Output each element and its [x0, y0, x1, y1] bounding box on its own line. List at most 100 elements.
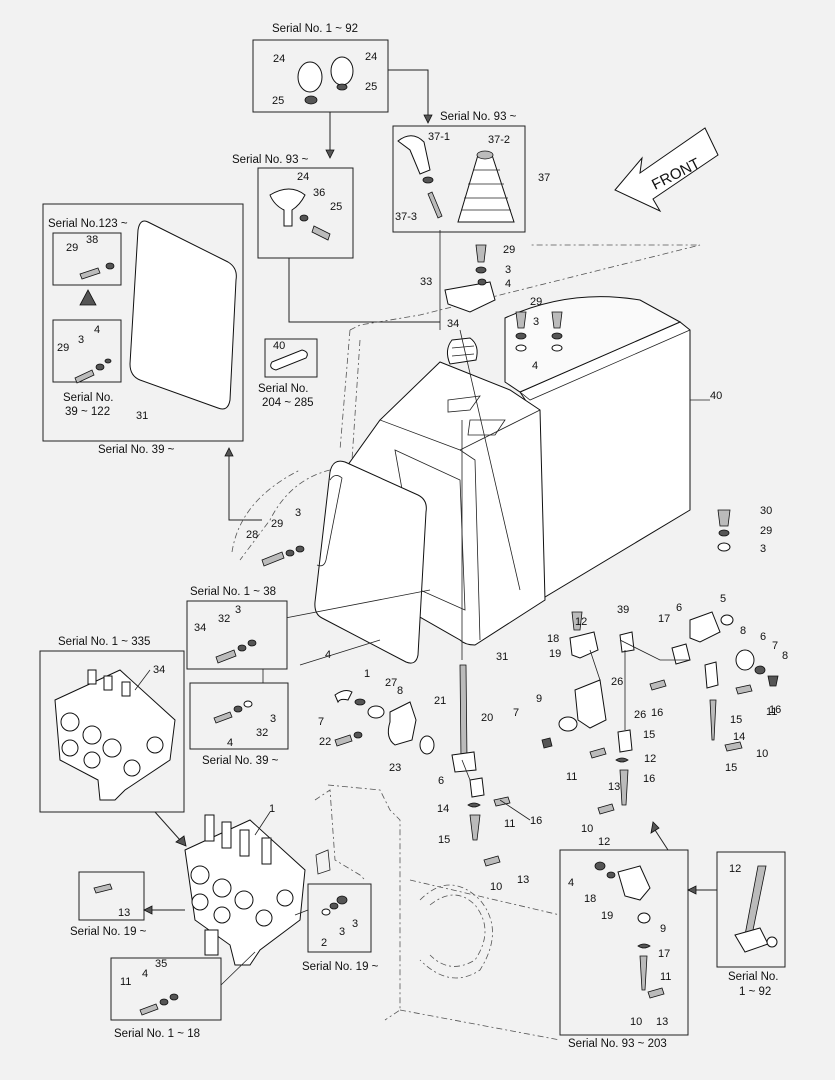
part-callout-15: 15 [730, 714, 742, 726]
inset-frame [186, 600, 288, 670]
part-callout-4: 4 [532, 360, 538, 372]
leader-line [388, 69, 429, 115]
part-callout-8: 8 [782, 650, 788, 662]
caption: 204 ~ 285 [262, 397, 313, 409]
part-callout-32: 32 [218, 613, 230, 625]
part-callout-19: 19 [601, 910, 613, 922]
inset-frame [110, 957, 222, 1021]
part-callout-24: 24 [297, 171, 309, 183]
part-callout-29: 29 [271, 518, 283, 530]
part-callout-13: 13 [118, 907, 130, 919]
caption: Serial No.123 ~ [48, 218, 128, 230]
inset-bolt-35: Serial No. 19 ~ [70, 871, 147, 938]
part-callout-15: 15 [643, 729, 655, 741]
part-callout-20: 20 [481, 712, 493, 724]
part-callout-3: 3 [270, 713, 276, 725]
arrow-head [175, 835, 187, 847]
leader-line [288, 258, 440, 323]
part-callout-4: 4 [505, 278, 511, 290]
part-callout-18: 18 [547, 633, 559, 645]
nut-part [422, 176, 434, 184]
part-callout-31: 31 [136, 410, 148, 422]
part-callout-14: 14 [437, 803, 449, 815]
frame-outline [314, 784, 561, 1041]
part-callout-15: 15 [725, 762, 737, 774]
part-callout-9: 9 [536, 693, 542, 705]
caption: Serial No. 19 ~ [70, 926, 147, 938]
part-callout-3: 3 [352, 918, 358, 930]
inset-frame [307, 883, 372, 953]
inset-frame [78, 871, 145, 921]
part-callout-29: 29 [760, 525, 772, 537]
part-callout-16: 16 [651, 707, 663, 719]
part-callout-10: 10 [756, 748, 768, 760]
part-callout-1: 1 [364, 668, 370, 680]
inset-linkage-serial-93-203: Serial No. 93 ~ 203 [559, 849, 689, 1050]
bolt-part [311, 225, 331, 241]
caption: Serial No. 1 ~ 335 [58, 636, 150, 648]
inset-valve-serial-1-335: Serial No. 1 ~ 335 [39, 636, 185, 813]
leader-line [654, 829, 669, 851]
part-callout-10: 10 [581, 823, 593, 835]
part-callout-3: 3 [760, 543, 766, 555]
part-callout-3: 3 [505, 264, 511, 276]
inset-frame [52, 319, 122, 383]
part-callout-16: 16 [769, 704, 781, 716]
part-callout-34: 34 [194, 622, 206, 634]
caption: Serial No. [258, 383, 309, 395]
inset-frame [189, 682, 289, 750]
caption: 1 ~ 92 [739, 986, 771, 998]
part-callout-11: 11 [660, 971, 671, 983]
part-callout-6: 6 [760, 631, 766, 643]
leader-line [154, 811, 181, 841]
part-callout-25: 25 [330, 201, 342, 213]
knob-part [297, 61, 323, 93]
part-callout-26: 26 [634, 709, 646, 721]
knob-part [330, 56, 354, 86]
inset-frame [257, 167, 354, 259]
part-callout-35: 35 [155, 958, 167, 970]
inset-bolt-serial-39: Serial No. 39 ~ [189, 682, 289, 767]
part-callout-37-1: 37-1 [428, 131, 450, 143]
part-callout-16: 16 [643, 773, 655, 785]
part-callout-11: 11 [766, 706, 777, 718]
part-callout-3: 3 [533, 316, 539, 328]
arrow-head [650, 821, 660, 834]
caption: Serial No. [728, 971, 779, 983]
part-callout-1: 1 [269, 803, 275, 815]
caption: 39 ~ 122 [65, 406, 110, 418]
front-arrow-icon: FRONT [614, 127, 719, 213]
part-callout-36: 36 [313, 187, 325, 199]
part-callout-25: 25 [272, 95, 284, 107]
nut-part [336, 83, 348, 91]
caption: Serial No. 19 ~ [302, 961, 379, 973]
part-callout-13: 13 [517, 874, 529, 886]
arrow-head [423, 114, 433, 124]
part-callout-12: 12 [729, 863, 741, 875]
door-panel [129, 220, 237, 410]
inset-bolt-serial-1-38: Serial No. 1 ~ 38 [186, 586, 288, 670]
part-callout-34: 34 [153, 664, 165, 676]
arrow-up-icon [79, 289, 97, 306]
part-callout-24: 24 [273, 53, 285, 65]
part-callout-4: 4 [142, 968, 148, 980]
inset-boot-serial-93: Serial No. 93 ~ [392, 111, 526, 233]
part-callout-40: 40 [710, 390, 722, 402]
part-callout-5: 5 [720, 593, 726, 605]
caption: Serial No. 1 ~ 92 [272, 23, 358, 35]
part-callout-18: 18 [584, 893, 596, 905]
linkage-right [541, 611, 779, 815]
main-console-assembly [231, 230, 731, 666]
part-callout-7: 7 [772, 640, 778, 652]
part-callout-10: 10 [490, 881, 502, 893]
part-callout-11: 11 [566, 771, 577, 783]
part-callout-3: 3 [339, 926, 345, 938]
part-callout-6: 6 [438, 775, 444, 787]
rod-part [427, 191, 443, 219]
inset-bolt-serial-1-18: Serial No. 1 ~ 18 [110, 957, 222, 1040]
part-callout-13: 13 [608, 781, 620, 793]
arrow-head [687, 885, 697, 895]
part-callout-32: 32 [256, 727, 268, 739]
part-callout-3: 3 [78, 334, 84, 346]
caption: Serial No. [63, 392, 114, 404]
